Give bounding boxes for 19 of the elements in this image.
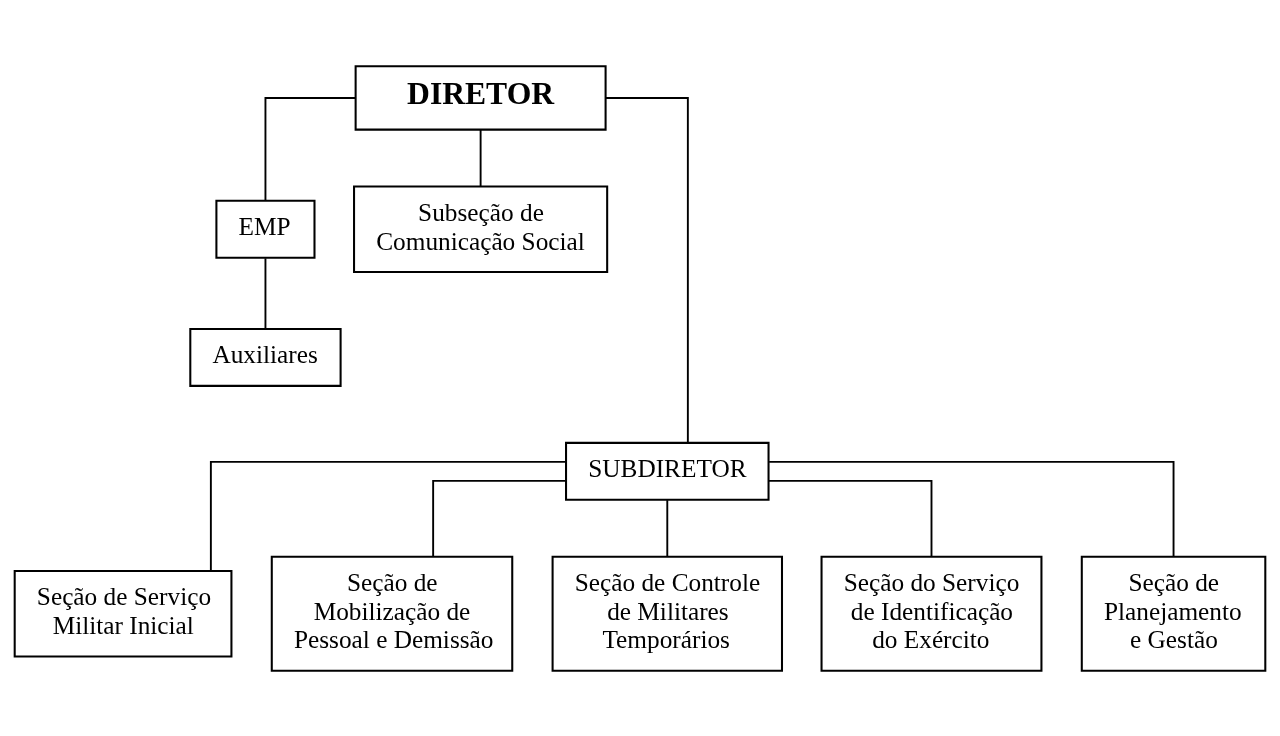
node-box: DIRETOR — [354, 64, 607, 131]
connector — [264, 256, 267, 330]
connector — [432, 479, 567, 558]
connector — [264, 96, 357, 202]
node-box: Seção do Serviço de Identificação do Exército — [820, 555, 1043, 672]
node-box: Seção de Serviço Militar Inicial — [13, 569, 233, 657]
connector — [666, 498, 669, 558]
node-box: Seção de Mobilização de Pessoal e Demissão — [270, 555, 514, 672]
node-box: EMP — [215, 199, 316, 259]
connector — [209, 460, 567, 572]
node-box: SUBDIRETOR — [565, 441, 770, 501]
node-box: Seção de Controle de Militares Temporários — [551, 555, 783, 672]
connector — [479, 128, 482, 187]
node-box: Subseção de Comunicação Social — [353, 185, 609, 273]
node-box: Seção de Planejamento e Gestão — [1080, 555, 1267, 672]
node-box: Auxiliares — [189, 327, 342, 387]
connector — [605, 96, 689, 444]
connector — [767, 479, 933, 558]
connector — [768, 460, 1175, 558]
